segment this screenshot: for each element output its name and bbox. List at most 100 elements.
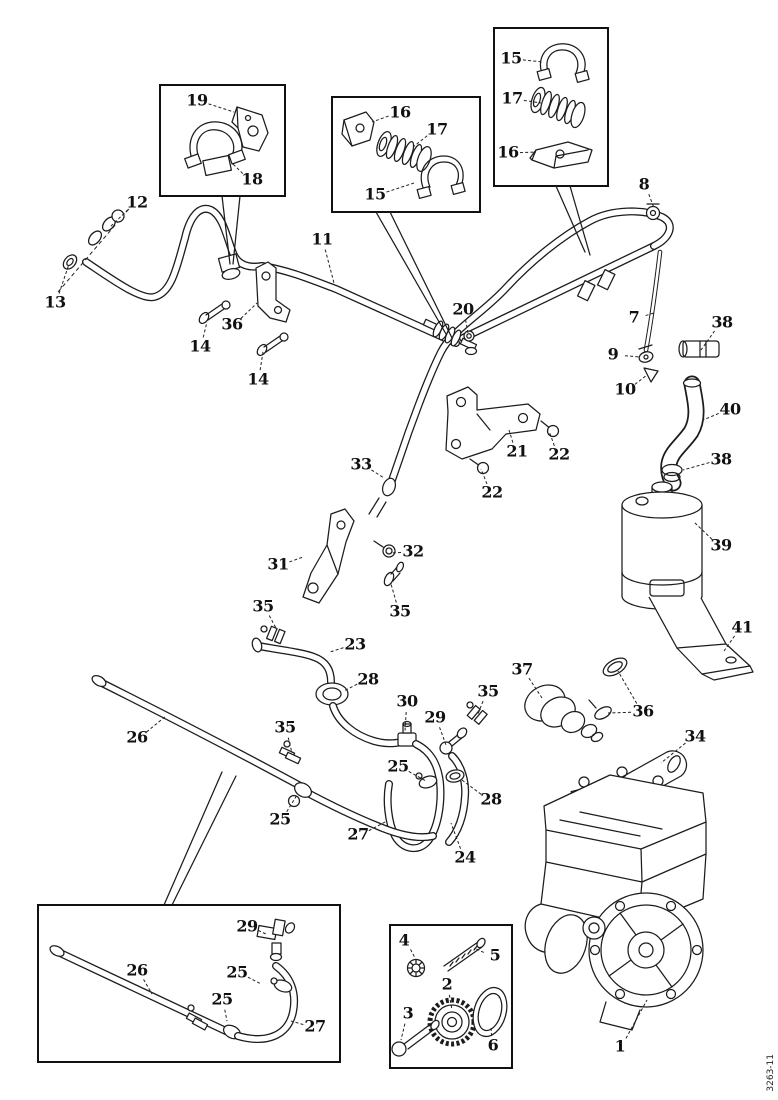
leader-line-6 bbox=[490, 1027, 493, 1037]
callout-38: 38 bbox=[710, 449, 732, 469]
leader-line-29 bbox=[258, 930, 267, 935]
leader-line-28 bbox=[343, 683, 358, 692]
callout-14: 14 bbox=[247, 369, 269, 389]
inset-leader-2 bbox=[375, 211, 453, 339]
pipe-7 bbox=[646, 252, 660, 350]
callout-13: 13 bbox=[44, 292, 66, 312]
callout-9: 9 bbox=[607, 344, 619, 364]
clamp-15-right bbox=[536, 43, 590, 84]
callout-18: 18 bbox=[241, 169, 263, 189]
washer-bolt-4 bbox=[406, 958, 426, 978]
callout-35: 35 bbox=[389, 601, 411, 621]
leader-line-27 bbox=[290, 1020, 304, 1026]
leader-line-26 bbox=[146, 715, 167, 733]
inset-leader-bottom-left bbox=[163, 771, 237, 906]
grommet-28 bbox=[315, 682, 349, 706]
bracket-36-upper bbox=[255, 261, 291, 323]
callout-25: 25 bbox=[226, 962, 248, 982]
bracket-41 bbox=[648, 596, 754, 681]
leader-line-25 bbox=[286, 794, 298, 812]
air-dryer-canister-39 bbox=[621, 481, 703, 610]
callout-16: 16 bbox=[389, 102, 411, 122]
leader-line-18 bbox=[232, 163, 244, 174]
bolt-32 bbox=[373, 540, 396, 558]
callout-38: 38 bbox=[711, 312, 733, 332]
callout-37: 37 bbox=[511, 659, 533, 679]
leader-line-33 bbox=[371, 469, 385, 479]
leader-line-11 bbox=[324, 249, 335, 284]
callout-leader-lines bbox=[58, 59, 736, 1041]
pipe-assembly-11 bbox=[86, 209, 670, 486]
callout-22: 22 bbox=[481, 482, 503, 502]
leader-line-23 bbox=[329, 647, 344, 653]
inset-clamp-25-upper bbox=[270, 977, 293, 993]
callout-21: 21 bbox=[506, 441, 528, 461]
callout-2: 2 bbox=[441, 974, 453, 994]
leader-line-9 bbox=[624, 355, 641, 358]
callout-35: 35 bbox=[252, 596, 274, 616]
callout-14: 14 bbox=[189, 336, 211, 356]
leader-line-25 bbox=[224, 1009, 228, 1022]
fitting-13 bbox=[62, 254, 78, 270]
leader-line-35 bbox=[390, 583, 397, 603]
clamp-36 bbox=[588, 657, 628, 720]
clamp-15-mid bbox=[416, 155, 466, 200]
callout-12: 12 bbox=[126, 192, 148, 212]
callout-4: 4 bbox=[398, 930, 410, 950]
leader-line-38 bbox=[682, 462, 710, 471]
leader-line-2 bbox=[448, 994, 453, 1011]
inset-clamp-25-lower bbox=[185, 1004, 209, 1031]
callout-36: 36 bbox=[221, 314, 243, 334]
callout-3: 3 bbox=[402, 1003, 414, 1023]
corrugated-hose-17-right bbox=[530, 86, 586, 129]
bolt-14-right bbox=[256, 332, 289, 357]
bolt-22-left bbox=[469, 458, 490, 475]
leader-line-36 bbox=[617, 670, 638, 704]
leader-line-31 bbox=[289, 556, 304, 563]
leader-line-22 bbox=[548, 430, 555, 446]
leader-line-16 bbox=[519, 151, 537, 154]
gasket-6 bbox=[472, 986, 508, 1038]
hose-clamp-38-upper bbox=[678, 340, 720, 358]
inset-leader-3 bbox=[555, 185, 591, 256]
corrugated-hose-17-mid bbox=[376, 130, 432, 173]
stud-5 bbox=[443, 937, 486, 972]
leader-line-32 bbox=[390, 551, 402, 554]
bracket-16-mid bbox=[341, 111, 375, 147]
callout-24: 24 bbox=[454, 847, 476, 867]
callout-39: 39 bbox=[710, 535, 732, 555]
callout-31: 31 bbox=[267, 554, 289, 574]
leader-line-17 bbox=[523, 99, 542, 104]
leader-line-24 bbox=[450, 822, 462, 849]
figure-code: 3263-11 bbox=[766, 1054, 776, 1092]
leader-line-28 bbox=[461, 779, 482, 795]
callout-16: 16 bbox=[497, 142, 519, 162]
clamp-35-hose23 bbox=[260, 625, 286, 645]
leader-line-38 bbox=[700, 330, 716, 351]
ring-28-hose bbox=[445, 769, 465, 783]
pipe-couplings bbox=[576, 268, 616, 302]
leader-line-36 bbox=[607, 711, 632, 714]
fitting-25 bbox=[287, 782, 312, 808]
leader-line-15 bbox=[522, 59, 544, 63]
elbow-hose-40 bbox=[669, 379, 701, 483]
leader-line-25 bbox=[408, 771, 427, 782]
callout-1: 1 bbox=[614, 1036, 626, 1056]
callout-25: 25 bbox=[211, 989, 233, 1009]
inset-leader-1 bbox=[221, 195, 241, 265]
leader-line-25 bbox=[247, 976, 262, 985]
callout-17: 17 bbox=[426, 119, 448, 139]
leader-line-21 bbox=[508, 429, 514, 443]
bolt-20 bbox=[463, 330, 478, 356]
bracket-16-right bbox=[529, 141, 593, 169]
leader-line-19 bbox=[208, 103, 235, 113]
callout-25: 25 bbox=[387, 756, 409, 776]
callout-29: 29 bbox=[424, 707, 446, 727]
callout-27: 27 bbox=[304, 1016, 326, 1036]
callout-7: 7 bbox=[628, 307, 640, 327]
bracket-21 bbox=[445, 386, 541, 460]
leader-line-13 bbox=[58, 263, 70, 294]
callout-26: 26 bbox=[126, 727, 148, 747]
